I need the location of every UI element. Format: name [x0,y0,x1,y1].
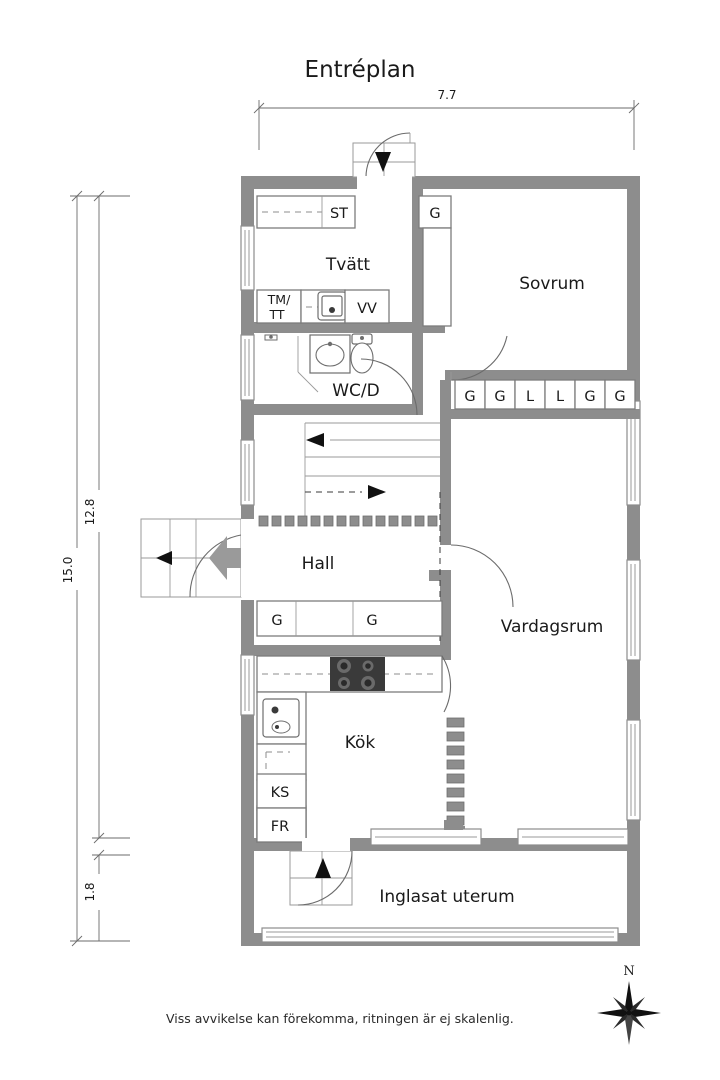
closet-row-sovrum: G G L L G G [454,379,636,410]
closet-cell: G [454,379,486,410]
entry-door-bottom[interactable] [289,850,353,906]
room-label-uterum: Inglasat uterum [379,887,514,907]
label-fr: FR [271,819,289,835]
closet-label: G [584,389,595,405]
arrow-left-icon [306,433,324,447]
window [517,828,629,846]
entrance-porch[interactable] [140,518,243,598]
window [626,559,641,661]
door-opening-top [357,176,412,189]
kitchen-ks-fr-cells: KS FR [256,773,307,843]
dimension-top: 7.7 [253,86,640,150]
closet-label: G [614,389,625,405]
room-label-sovrum: Sovrum [519,274,585,294]
closet-label: G [271,613,282,629]
closet-cell: G [484,379,516,410]
arrow-right-icon [156,551,172,565]
staircase [304,422,440,518]
room-label-vardagsrum: Vardagsrum [501,617,604,637]
room-tvatt: ST Tvätt [256,195,371,275]
window [626,719,641,821]
uterum-upper-windows [370,820,629,846]
compass-north-label: N [623,964,634,979]
room-uterum: Inglasat uterum [261,887,619,943]
entry-opening-left [241,519,254,597]
dimension-left-total-label: 15.0 [61,557,75,584]
interior-walls [254,189,640,849]
window [240,439,255,506]
label-washer-line2: TT [268,307,284,322]
uterum-glazing-band [261,927,619,943]
closet-label: L [556,389,564,405]
toilet-icon [350,333,374,374]
window [240,225,255,291]
closet-label: G [464,389,475,405]
label-closet-g: G [429,206,440,222]
dimension-top-label: 7.7 [437,88,456,102]
label-washer-line1: TM/ [267,292,291,307]
closet-label: G [366,613,377,629]
page-title: Entréplan [305,57,416,83]
closet-cell: L [514,379,546,410]
closet-cell: L [544,379,576,410]
closet-row-hall: G G [256,600,443,637]
dimension-left-upper-label: 12.8 [83,499,97,526]
room-vardagsrum: Vardagsrum [450,544,604,637]
window [370,828,482,846]
label-storage-st: ST [330,206,348,222]
laundry-appliance-row: TM/ TT VV [256,289,390,324]
windows-right-wall [626,400,641,821]
window [240,334,255,401]
dimension-left-group: 15.0 12.8 1.8 [61,190,130,947]
dimension-left-lower-label: 1.8 [83,882,97,901]
arrow-down-icon [375,152,391,172]
footer-disclaimer: Viss avvikelse kan förekomma, ritningen … [166,1011,514,1026]
closet-label: L [526,389,534,405]
room-label-kok: Kök [345,733,376,753]
door-opening-bottom [302,838,350,851]
entry-door-top[interactable] [352,132,416,178]
label-ks: KS [271,785,290,801]
room-label-wcd: WC/D [332,381,380,401]
window [240,654,255,716]
room-label-tvatt: Tvätt [325,255,371,275]
compass-rose-icon: N [597,964,661,1045]
hall-partition-dashed [258,492,441,645]
closet-label: G [494,389,505,405]
closet-cell: G [574,379,606,410]
room-label-hall: Hall [302,554,335,574]
room-hall: Hall [302,554,335,574]
room-wcd: WC/D [264,333,418,416]
entry-arrow-icon [209,536,243,580]
windows-left-wall [240,225,255,716]
arrow-right-icon [368,485,386,499]
towel-rail-icon [264,334,278,341]
closet-tvatt-right: G [418,195,452,327]
closet-cell: G [604,379,636,410]
label-water-heater-vv: VV [357,301,377,317]
arrow-up-icon [315,858,331,878]
